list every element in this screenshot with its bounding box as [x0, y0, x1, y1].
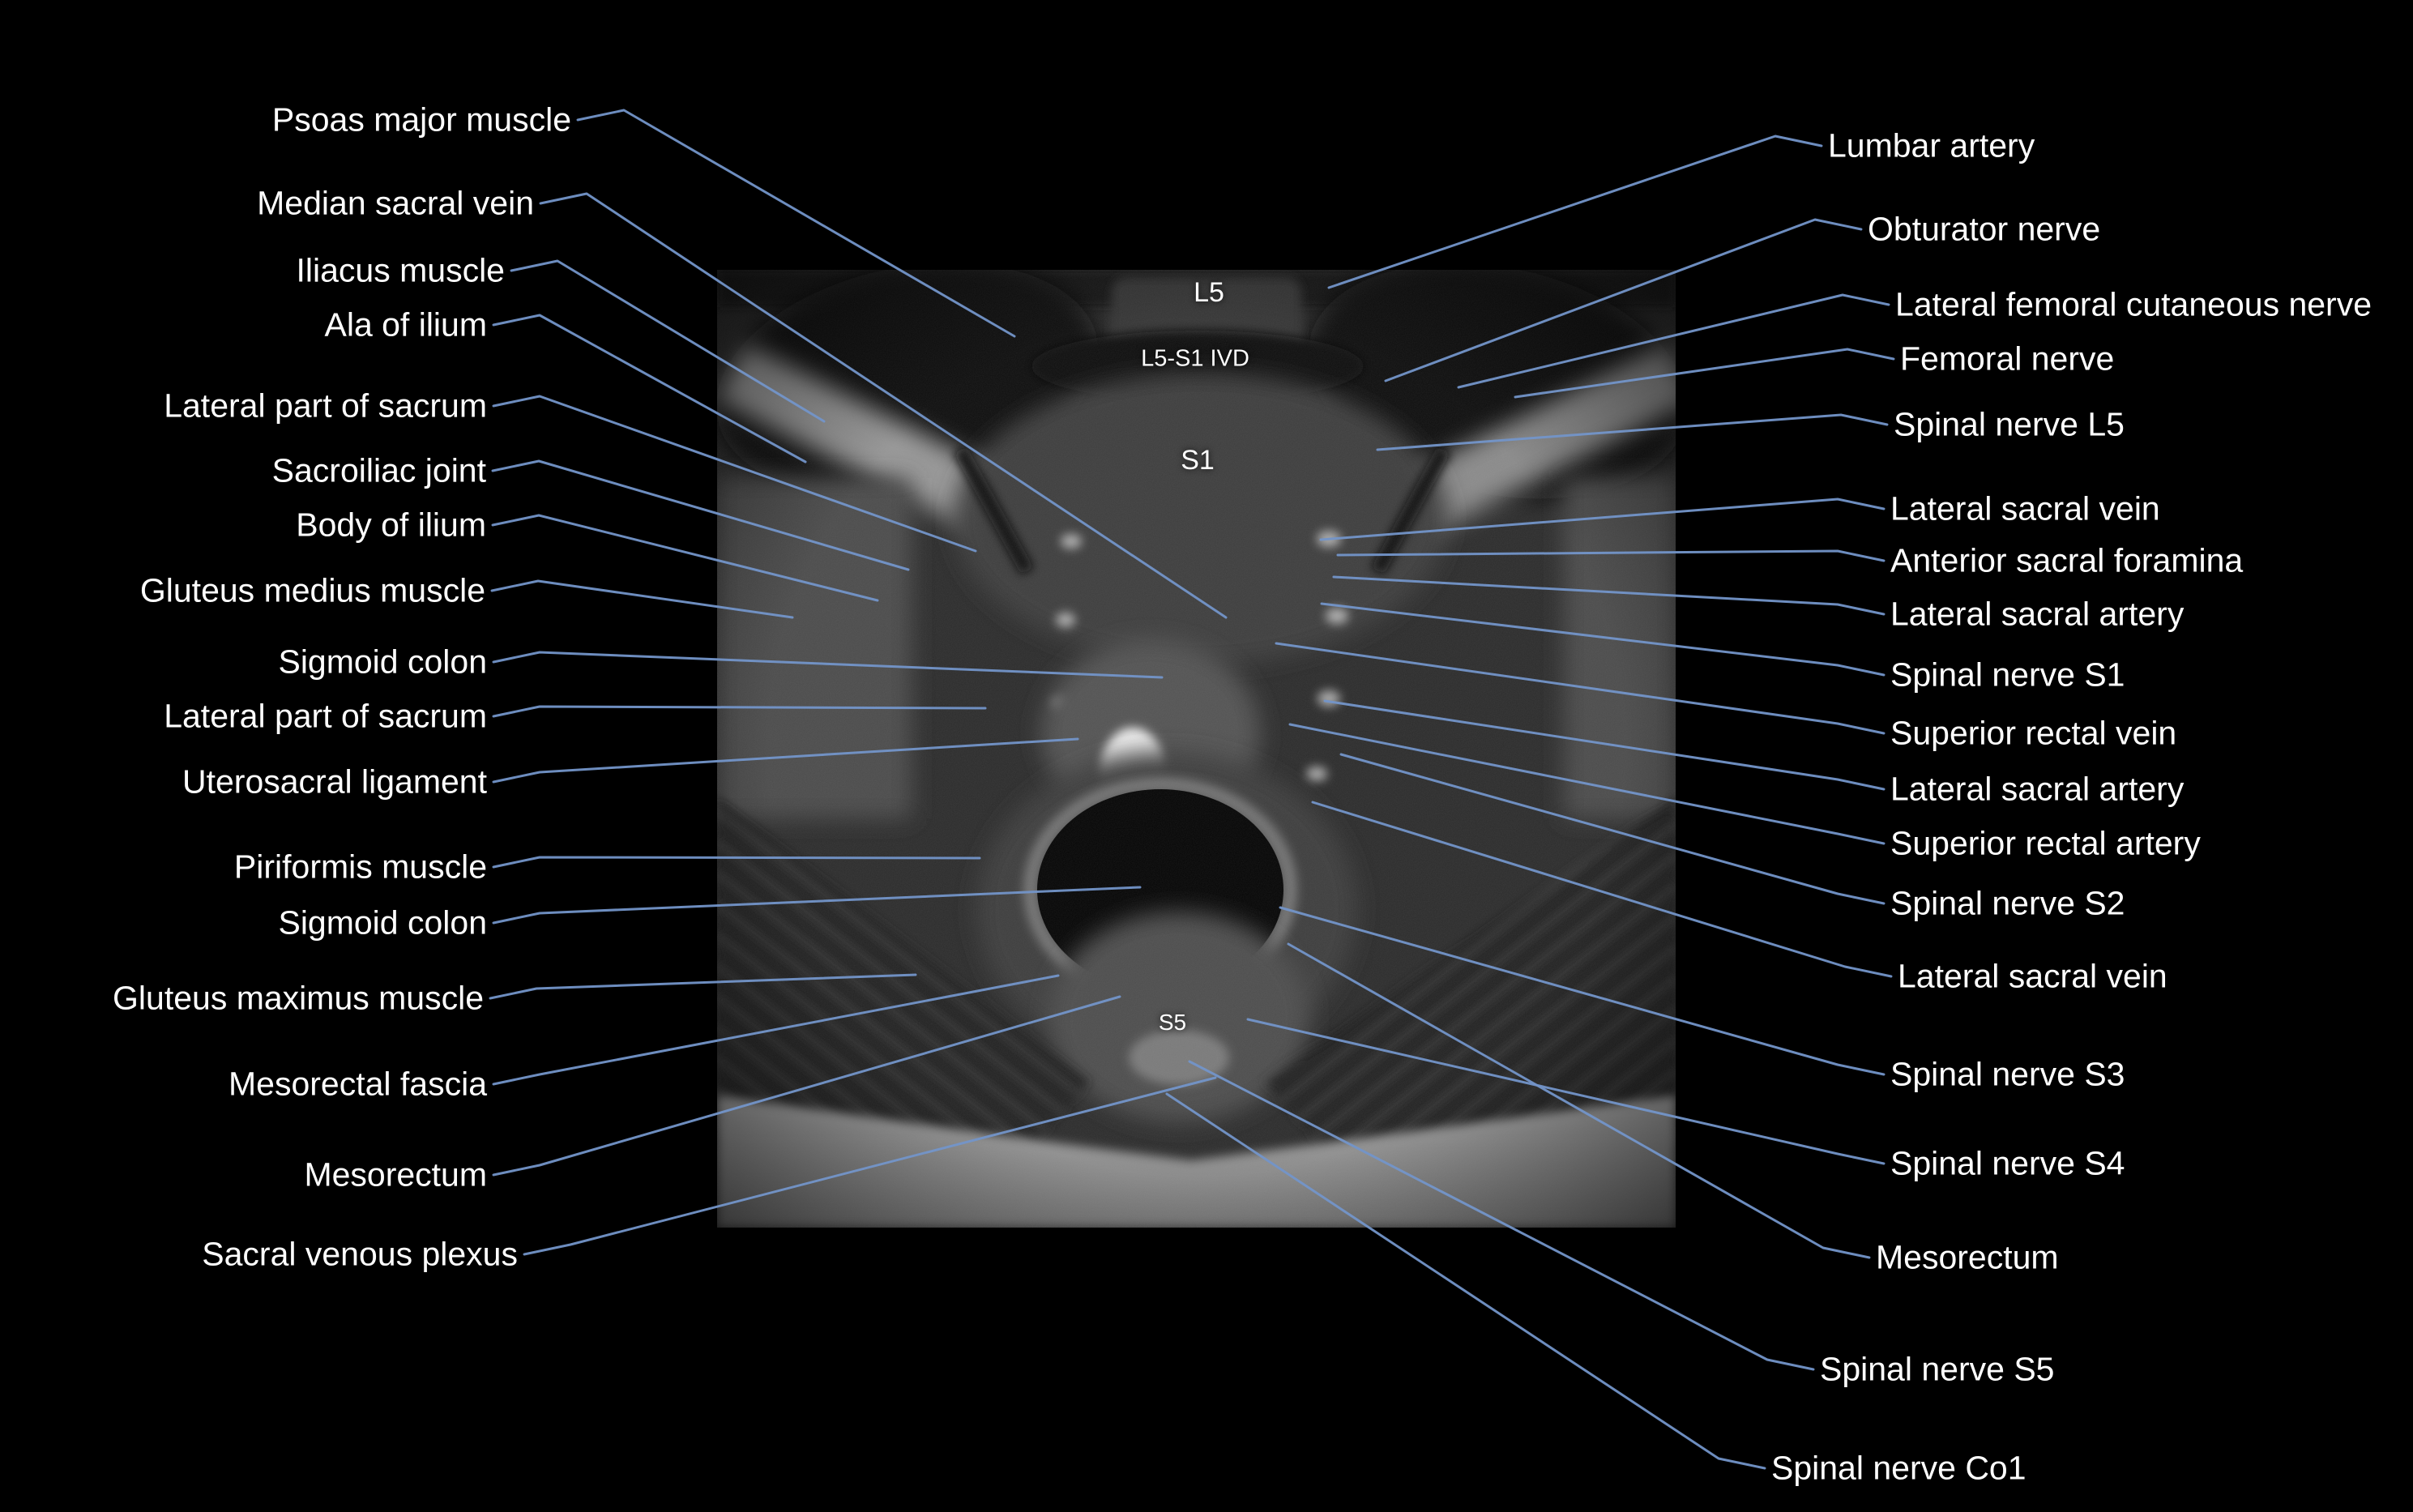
anatomy-label-obturator-nerve: Obturator nerve — [1868, 210, 2101, 248]
anatomy-label-piriformis-muscle: Piriformis muscle — [233, 848, 487, 886]
anatomy-label-spinal-nerve-s4: Spinal nerve S4 — [1890, 1144, 2125, 1182]
leader-line-spinal-nerve-s2 — [1339, 753, 1886, 905]
leader-line-ala-of-ilium — [492, 314, 807, 463]
anatomy-label-gluteus-maximus-muscle: Gluteus maximus muscle — [113, 979, 484, 1017]
anatomy-label-spinal-nerve-s1: Spinal nerve S1 — [1890, 656, 2125, 694]
leader-line-spinal-nerve-s4 — [1246, 1018, 1886, 1165]
anatomy-label-spinal-nerve-l5: Spinal nerve L5 — [1894, 405, 2125, 443]
anatomy-label-lumbar-artery: Lumbar artery — [1828, 126, 2035, 164]
anatomy-label-ala-of-ilium: Ala of ilium — [324, 305, 487, 344]
anatomy-label-lateral-part-of-sacrum: Lateral part of sacrum — [164, 387, 487, 425]
leader-line-lateral-sacral-artery — [1332, 575, 1886, 616]
leader-line-sacroiliac-joint — [491, 459, 910, 571]
leader-line-piriformis-muscle — [492, 856, 981, 869]
anatomy-label-sacral-venous-plexus: Sacral venous plexus — [202, 1235, 518, 1273]
leader-line-gluteus-maximus-muscle — [489, 973, 917, 1000]
anatomy-label-femoral-nerve: Femoral nerve — [1900, 340, 2115, 378]
anatomy-label-sigmoid-colon: Sigmoid colon — [278, 643, 487, 681]
leader-line-lateral-sacral-vein — [1319, 498, 1886, 541]
leader-line-psoas-major-muscle — [576, 109, 1016, 338]
leader-line-spinal-nerve-s3 — [1279, 906, 1886, 1076]
anatomy-label-mesorectum: Mesorectum — [1876, 1238, 2059, 1276]
leader-line-mesorectum — [492, 995, 1121, 1177]
leader-line-spinal-nerve-l5 — [1376, 413, 1889, 451]
anatomy-label-uterosacral-ligament: Uterosacral ligament — [182, 762, 487, 801]
leader-line-iliacus-muscle — [510, 259, 826, 423]
leader-line-superior-rectal-artery — [1288, 723, 1886, 845]
leader-line-gluteus-medius-muscle — [490, 579, 794, 619]
leader-line-anterior-sacral-foramina — [1336, 549, 1886, 562]
leader-line-lateral-part-of-sacrum — [492, 705, 987, 718]
anatomy-label-sigmoid-colon: Sigmoid colon — [278, 903, 487, 942]
leader-line-sigmoid-colon — [492, 886, 1142, 925]
anatomy-label-sacroiliac-joint: Sacroiliac joint — [271, 451, 486, 489]
anatomy-label-spinal-nerve-co1: Spinal nerve Co1 — [1771, 1449, 2026, 1487]
anatomy-label-mesorectal-fascia: Mesorectal fascia — [228, 1065, 487, 1103]
anatomy-label-lateral-sacral-vein: Lateral sacral vein — [1898, 957, 2167, 995]
anatomy-label-anterior-sacral-foramina: Anterior sacral foramina — [1890, 541, 2244, 579]
leader-line-femoral-nerve — [1514, 348, 1895, 399]
leader-line-lateral-sacral-artery — [1323, 699, 1886, 791]
leader-line-superior-rectal-vein — [1275, 642, 1886, 735]
leader-line-spinal-nerve-co1 — [1165, 1092, 1766, 1470]
anatomy-label-superior-rectal-artery: Superior rectal artery — [1890, 824, 2201, 862]
leader-line-mesorectum — [1287, 942, 1871, 1259]
anatomy-label-mesorectum: Mesorectum — [304, 1155, 487, 1194]
mri-text-label-l5: L5 — [1194, 277, 1224, 308]
anatomy-label-lateral-sacral-vein: Lateral sacral vein — [1890, 489, 2160, 527]
leader-line-lateral-femoral-cutaneous-nerve — [1457, 293, 1890, 389]
anatomy-label-lateral-part-of-sacrum: Lateral part of sacrum — [164, 697, 487, 735]
leader-line-mesorectal-fascia — [492, 974, 1060, 1086]
mri-text-label-s5: S5 — [1158, 1010, 1187, 1035]
leader-line-body-of-ilium — [491, 514, 879, 602]
leader-line-lateral-sacral-vein — [1311, 801, 1893, 978]
anatomy-label-spinal-nerve-s3: Spinal nerve S3 — [1890, 1055, 2125, 1093]
mri-text-label-s1: S1 — [1181, 445, 1215, 476]
leader-line-spinal-nerve-s5 — [1188, 1060, 1815, 1371]
anatomy-label-gluteus-medius-muscle: Gluteus medius muscle — [139, 571, 485, 609]
leader-line-obturator-nerve — [1384, 218, 1863, 382]
anatomy-label-lateral-sacral-artery: Lateral sacral artery — [1890, 770, 2185, 808]
anatomy-label-lateral-femoral-cutaneous-nerve: Lateral femoral cutaneous nerve — [1895, 285, 2372, 323]
leader-line-lumbar-artery — [1327, 135, 1823, 289]
leader-line-sacral-venous-plexus — [523, 1076, 1217, 1256]
anatomy-label-lateral-sacral-artery: Lateral sacral artery — [1890, 595, 2185, 633]
leader-line-spinal-nerve-s1 — [1320, 602, 1886, 677]
leader-line-sigmoid-colon — [492, 651, 1164, 679]
anatomy-label-spinal-nerve-s5: Spinal nerve S5 — [1820, 1350, 2055, 1388]
anatomy-label-body-of-ilium: Body of ilium — [296, 506, 486, 544]
anatomy-label-superior-rectal-vein: Superior rectal vein — [1890, 714, 2177, 752]
anatomy-label-psoas-major-muscle: Psoas major muscle — [271, 100, 571, 139]
leader-line-lateral-part-of-sacrum — [492, 395, 977, 553]
anatomy-label-iliacus-muscle: Iliacus muscle — [296, 251, 505, 289]
leader-line-median-sacral-vein — [539, 192, 1228, 619]
anatomy-label-spinal-nerve-s2: Spinal nerve S2 — [1890, 884, 2125, 922]
mri-text-label-l5-s1-ivd: L5-S1 IVD — [1141, 345, 1249, 372]
leader-lines-layer — [489, 109, 1895, 1470]
leader-line-uterosacral-ligament — [492, 737, 1079, 784]
anatomy-label-median-sacral-vein: Median sacral vein — [257, 184, 534, 222]
